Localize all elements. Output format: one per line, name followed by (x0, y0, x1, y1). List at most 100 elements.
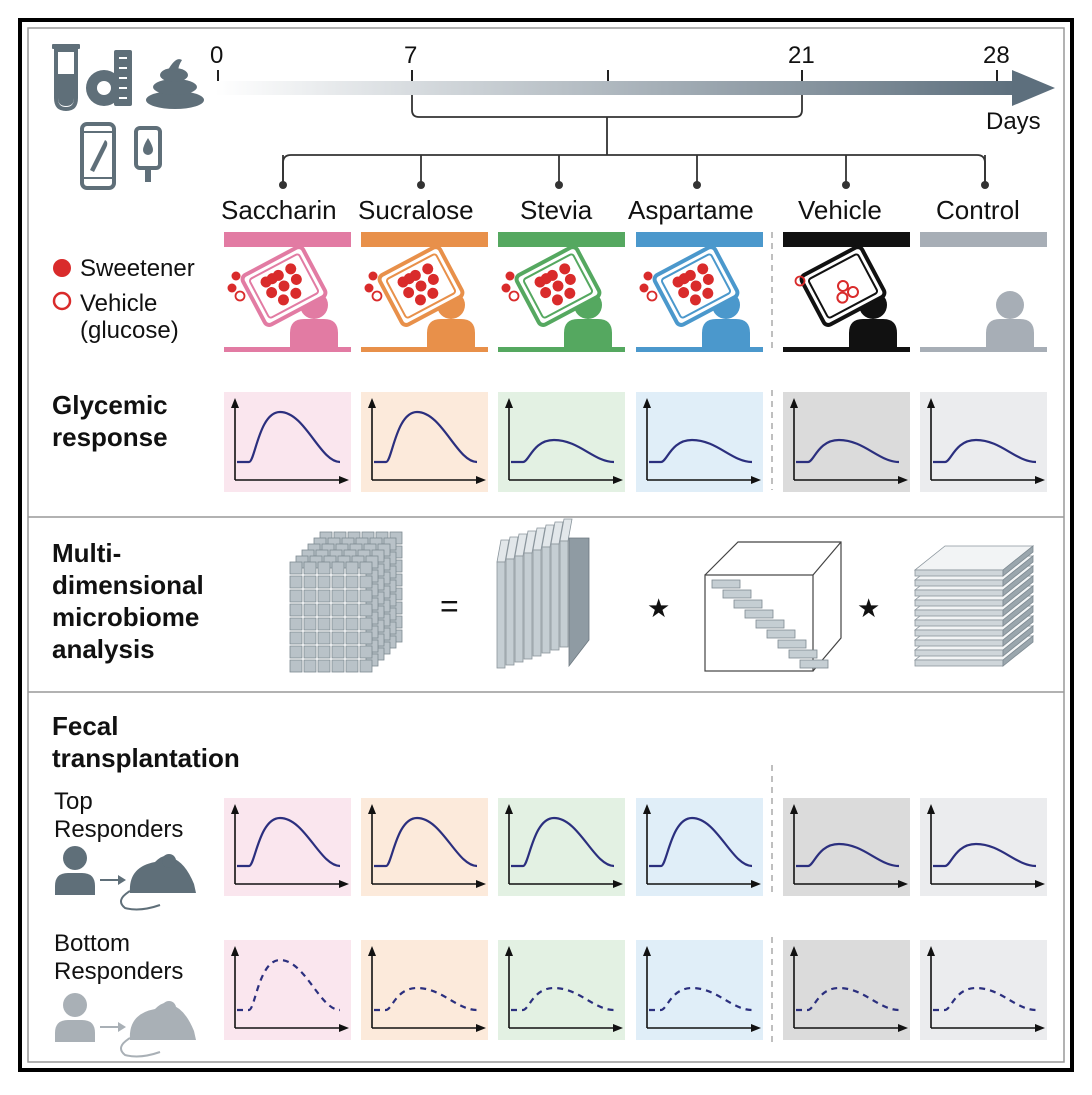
bottom-responders-panel-vehicle (783, 940, 910, 1040)
stool-icon (146, 59, 204, 109)
group-illustration-control (920, 232, 1047, 352)
sweetener-packet-icon (652, 245, 740, 327)
top-responders-panel-saccharin (224, 798, 351, 896)
legend-sweetener: Sweetener (80, 255, 195, 282)
sweetener-dot (227, 283, 237, 293)
group-table-line (224, 347, 351, 352)
bottom-responders-panel-stevia (498, 940, 625, 1040)
glycemic-panel-aspartame (636, 392, 763, 492)
group-color-bar (361, 232, 488, 247)
tick-label-day-21: 21 (788, 42, 815, 69)
response-curve (511, 986, 615, 1012)
group-label-sucralose: Sucralose (358, 195, 474, 225)
group-color-bar (498, 232, 625, 247)
group-table-line (783, 347, 910, 352)
sweetener-dot (231, 271, 241, 281)
top-responders-panel-sucralose (361, 798, 488, 896)
response-curve (511, 438, 615, 464)
response-curve (237, 958, 341, 1012)
response-curve (796, 986, 900, 1012)
bottom-responders-panel-aspartame (636, 940, 763, 1040)
tensor-cube (289, 531, 403, 673)
mouse-icon (120, 854, 196, 911)
group-branch-node (981, 181, 989, 189)
group-table-line (498, 347, 625, 352)
top-responder-transfer (55, 846, 196, 911)
group-branch-node (279, 181, 287, 189)
timeline (215, 70, 1055, 189)
vehicle-dot (646, 290, 658, 302)
response-curve (237, 410, 341, 464)
glycemic-panel-vehicle (783, 392, 910, 492)
group-color-bar (920, 232, 1047, 247)
response-curve (374, 986, 478, 1012)
top-responders-panel-control (920, 798, 1047, 896)
tick-label-day-7: 7 (404, 42, 418, 69)
group-illustration-sucralose (361, 232, 488, 352)
arrow-right-icon (100, 1022, 126, 1032)
bottom-responders-line1: Bottom (54, 930, 131, 957)
sweetener-dot (639, 283, 649, 293)
sweetener-dot (364, 283, 374, 293)
group-illustration-aspartame (636, 232, 763, 352)
legend-vehicle-glucose: (glucose) (80, 317, 179, 344)
response-curve (796, 438, 900, 464)
glycemic-title-line1: Glycemic (52, 390, 168, 420)
top-responders-line1: Top (54, 788, 93, 815)
bottom-responders-panel-control (920, 940, 1047, 1040)
test-tube-icon (52, 44, 80, 112)
sweetener-legend-marker (53, 259, 71, 277)
vehicle-dot (234, 290, 246, 302)
response-curve (649, 816, 753, 868)
group-color-bar (636, 232, 763, 247)
tensor-slabs-vertical (496, 518, 590, 669)
response-curve (511, 816, 615, 868)
tick-label-day-0: 0 (210, 42, 224, 69)
microbiome-title-line3: microbiome (52, 602, 200, 632)
outer-product-star: ★ (647, 593, 671, 623)
sweetener-dot (505, 271, 515, 281)
arrow-right-icon (100, 875, 126, 885)
bottom-responders-panel-saccharin (224, 940, 351, 1040)
glucometer-icon (134, 126, 162, 182)
bottom-responders-panel-sucralose (361, 940, 488, 1040)
person-icon (986, 291, 1034, 347)
tape-measure-icon (86, 50, 132, 106)
smartphone-food-log-icon (80, 122, 116, 190)
group-branch-node (693, 181, 701, 189)
bottom-responders-line2: Responders (54, 958, 184, 985)
group-branch-node (555, 181, 563, 189)
group-table-line (636, 347, 763, 352)
microbiome-title-line1: Multi- (52, 538, 122, 568)
group-label-aspartame: Aspartame (628, 195, 754, 225)
vehicle-dot (508, 290, 520, 302)
vehicle-legend-marker (52, 291, 72, 311)
glycemic-title-line2: response (52, 422, 168, 452)
tensor-slabs-horizontal (913, 545, 1035, 667)
person-icon (55, 993, 95, 1042)
group-illustration-stevia (498, 232, 625, 352)
sweetener-dot (643, 271, 653, 281)
sweetener-dot (368, 271, 378, 281)
response-curve (933, 438, 1037, 464)
response-curve (649, 438, 753, 464)
sweetener-packet-icon (377, 245, 465, 327)
top-responders-panel-vehicle (783, 798, 910, 896)
group-label-control: Control (936, 195, 1020, 225)
group-table-line (920, 347, 1047, 352)
group-label-stevia: Stevia (520, 195, 593, 225)
sweetener-packet-icon (240, 245, 328, 327)
vehicle-packet-icon (799, 245, 887, 327)
glycemic-panel-control (920, 392, 1047, 492)
group-illustration-saccharin (224, 232, 351, 352)
response-curve (933, 986, 1037, 1012)
glycemic-panel-sucralose (361, 392, 488, 492)
top-responders-line2: Responders (54, 816, 184, 843)
person-icon (55, 846, 95, 895)
response-curve (374, 816, 478, 868)
sweetener-dot (501, 283, 511, 293)
tick-label-day-28: 28 (983, 42, 1010, 69)
period-bracket (411, 95, 803, 118)
group-illustration-vehicle (783, 232, 910, 352)
